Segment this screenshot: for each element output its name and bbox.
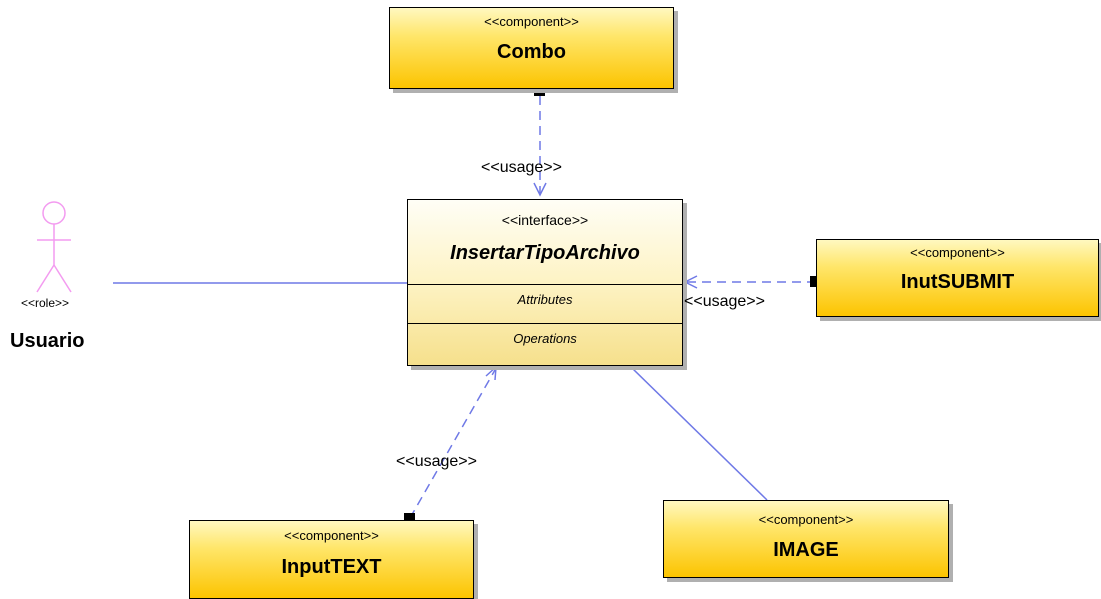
image-association-line <box>631 367 768 501</box>
combo-usage-arrowhead <box>533 182 547 197</box>
component-name: InutSUBMIT <box>900 271 1015 293</box>
submit-usage-label: <<usage>> <box>684 293 765 310</box>
component-stereotype: <<component>> <box>758 512 854 527</box>
inputtext-port-marker <box>404 513 415 524</box>
inputtext-usage-label: <<usage>> <box>396 453 477 470</box>
actor-stereotype: <<role>> <box>21 296 70 310</box>
component-stereotype: <<component>> <box>910 245 1005 260</box>
component-name: IMAGE <box>773 539 839 561</box>
inputtext-usage-arrowhead <box>485 365 497 381</box>
interface-header: <<interface>> InsertarTipoArchivo <box>408 200 682 285</box>
inputtext-usage-line <box>409 369 496 519</box>
component-stereotype: <<component>> <box>284 528 379 543</box>
component-inutsubmit[interactable]: <<component>> InutSUBMIT <box>816 239 1099 317</box>
actor-name[interactable]: Usuario <box>10 330 85 352</box>
component-image[interactable]: <<component>> IMAGE <box>663 500 949 578</box>
operations-compartment[interactable]: Operations <box>513 331 577 346</box>
component-name: Combo <box>497 41 566 63</box>
interface-stereotype: <<interface>> <box>501 212 589 228</box>
actor-icon <box>36 201 72 293</box>
component-combo[interactable]: <<component>> Combo <box>389 7 674 89</box>
submit-port-marker <box>810 276 821 287</box>
interface-name: InsertarTipoArchivo <box>450 242 640 264</box>
component-inputtext[interactable]: <<component>> InputTEXT <box>189 520 474 599</box>
interface-box[interactable]: <<interface>> InsertarTipoArchivo Attrib… <box>407 199 683 366</box>
component-stereotype: <<component>> <box>484 14 579 29</box>
attributes-compartment[interactable]: Attributes <box>408 285 682 324</box>
submit-usage-arrowhead <box>683 275 698 289</box>
combo-usage-label: <<usage>> <box>481 159 562 176</box>
component-name: InputTEXT <box>281 556 382 578</box>
combo-port-marker <box>534 85 545 96</box>
